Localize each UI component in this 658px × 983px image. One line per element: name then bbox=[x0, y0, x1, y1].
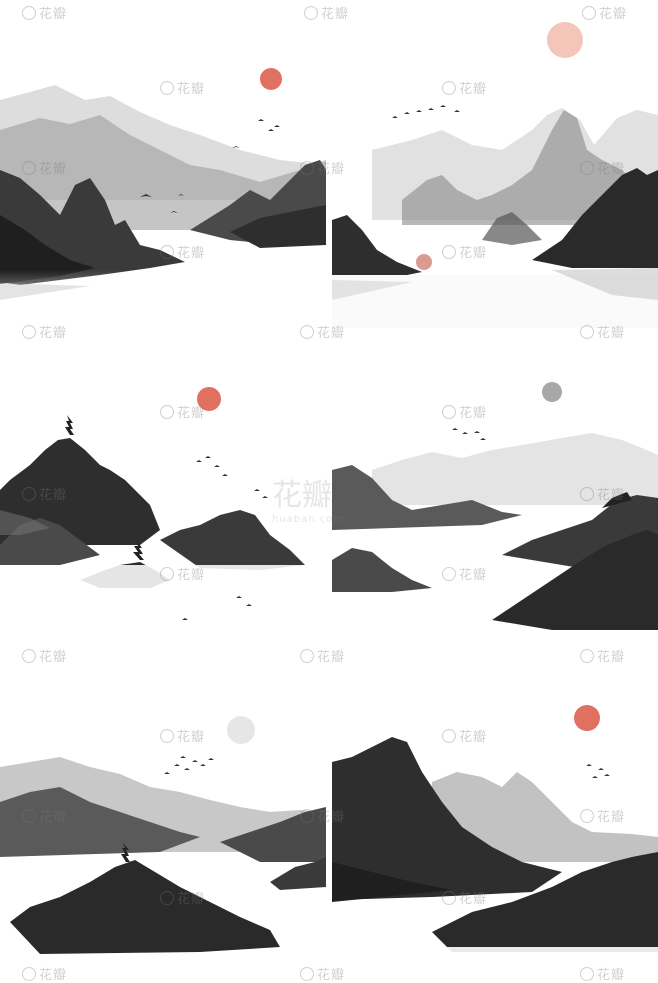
birds-flock bbox=[392, 105, 460, 118]
pale-sun-icon bbox=[227, 716, 255, 744]
pine-tree-icon bbox=[65, 415, 74, 435]
landscape-panel-2 bbox=[332, 0, 658, 328]
ink-mountain-painting bbox=[0, 68, 326, 328]
landscape-panel-6 bbox=[332, 662, 658, 982]
landscape-panel-5 bbox=[0, 662, 326, 982]
landscape-panel-1 bbox=[0, 0, 326, 328]
blossom-tree-icon bbox=[416, 254, 432, 270]
birds-flock bbox=[140, 119, 280, 213]
pine-tree-icon bbox=[133, 540, 144, 560]
landscape-panel-4 bbox=[332, 330, 658, 660]
birds-flock bbox=[586, 764, 610, 778]
ink-mountain-painting bbox=[332, 382, 658, 630]
red-sun-icon bbox=[197, 387, 221, 411]
red-sun-icon bbox=[574, 705, 600, 731]
ink-mountain-painting bbox=[332, 22, 658, 328]
ink-mountain-painting bbox=[332, 705, 658, 982]
pine-tree-icon bbox=[121, 843, 130, 862]
grey-sun-icon bbox=[542, 382, 562, 402]
ink-mountain-painting bbox=[0, 387, 326, 660]
birds-flock bbox=[452, 428, 486, 440]
ink-mountain-painting bbox=[0, 716, 326, 954]
birds-flock bbox=[182, 456, 268, 620]
red-sun-icon bbox=[260, 68, 282, 90]
pale-red-sun-icon bbox=[547, 22, 583, 58]
birds-flock bbox=[164, 756, 214, 774]
landscape-panel-3 bbox=[0, 330, 326, 660]
